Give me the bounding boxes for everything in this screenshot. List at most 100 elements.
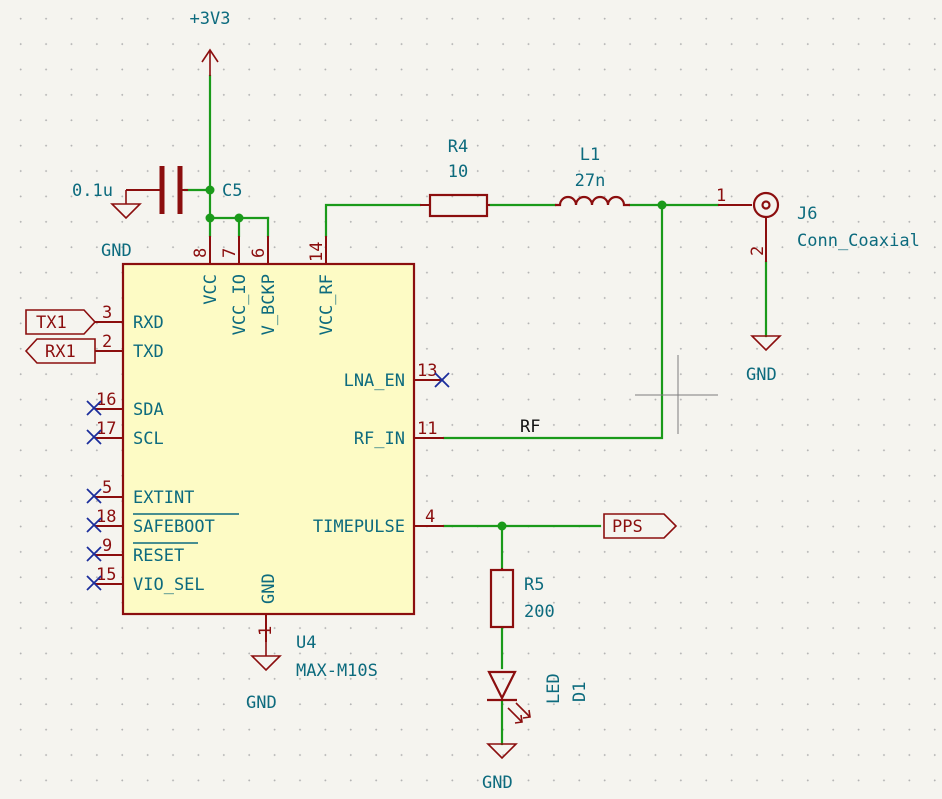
pin-name-vcc-rf: VCC_RF (317, 274, 337, 335)
d1-triangle (487, 670, 517, 701)
pin-name-v-bckp: V_BCKP (259, 274, 279, 335)
gnd-symbol-d1[interactable]: GND (482, 743, 518, 793)
pin-name-vcc-io: VCC_IO (230, 274, 250, 335)
d1-ref: D1 (570, 682, 590, 702)
gnd-symbol-u4[interactable]: GND (246, 642, 282, 713)
l1-value: 27n (575, 171, 606, 191)
pin-num-reset: 9 (102, 536, 112, 556)
gnd-label-d1: GND (482, 773, 513, 793)
r5-body (489, 568, 515, 629)
d1-value: LED (544, 673, 564, 704)
no-connect-marker (86, 575, 102, 591)
pin-num-v-bckp: 6 (249, 248, 269, 258)
u4-value: MAX-M10S (296, 661, 378, 681)
pin-num-vcc: 8 (191, 248, 211, 258)
no-connect-marker (434, 372, 450, 388)
pin-num-rf-in: 11 (417, 419, 437, 439)
pin-name-extint: EXTINT (133, 488, 194, 508)
u4-ref: U4 (296, 633, 316, 653)
resistor-r5[interactable]: R5 200 (489, 568, 555, 629)
pin-num-extint: 5 (102, 478, 112, 498)
pin-name-timepulse: TIMEPULSE (313, 517, 405, 537)
l1-coil (555, 195, 630, 207)
u4-module[interactable]: U4 MAX-M10S (121, 262, 416, 681)
u4-body (121, 262, 416, 616)
j6-shield (752, 191, 780, 219)
pin-num-lna-en: 13 (417, 361, 437, 381)
u4-bottom-pin: 1 GND (256, 573, 279, 642)
pin-num-safeboot: 18 (96, 507, 116, 527)
c5-value: 0.1u (72, 181, 113, 201)
junction-dot (205, 213, 215, 223)
r4-body (428, 193, 489, 218)
pin-name-gnd: GND (259, 573, 279, 604)
no-connect-marker (86, 400, 102, 416)
j6-center (761, 200, 771, 210)
inductor-l1[interactable]: L1 27n (555, 145, 630, 207)
r4-ref: R4 (448, 137, 468, 157)
r4-value: 10 (448, 162, 468, 182)
pin-name-lna-en: LNA_EN (344, 371, 405, 391)
power-3v3-symbol[interactable]: +3V3 (190, 9, 231, 76)
pin-num-txd: 2 (102, 332, 112, 352)
pin-num-gnd: 1 (256, 626, 276, 636)
resistor-r4[interactable]: R4 10 (420, 137, 490, 218)
u4-top-pins: 8 7 6 14 VCC VCC_IO V_BCKP VCC_RF (191, 236, 337, 335)
r5-value: 200 (524, 602, 555, 622)
c5-ref: C5 (222, 181, 242, 201)
global-label-tx1[interactable]: TX1 (25, 309, 97, 335)
pin-num-rxd: 3 (102, 303, 112, 323)
junctions (205, 185, 667, 531)
wire-rf-net[interactable] (442, 203, 664, 440)
pin-name-safeboot: SAFEBOOT (133, 517, 215, 537)
j6-pin1-num: 1 (716, 186, 726, 206)
pin-num-vio-sel: 15 (96, 565, 116, 585)
global-label-pps[interactable]: PPS (603, 513, 678, 539)
label-tx1-text: TX1 (36, 313, 67, 333)
gnd-symbol-c5[interactable]: GND (101, 190, 142, 261)
led-d1[interactable]: LED D1 (487, 670, 590, 724)
power-3v3-label: +3V3 (190, 9, 231, 29)
pin-name-rxd: RXD (133, 313, 164, 333)
u4-left-pins: 3 2 16 17 5 18 9 15 RXD TXD SDA SCL EXTI… (95, 303, 239, 595)
junction-dot (497, 521, 507, 531)
no-connect-marker (86, 546, 102, 562)
gnd-triangle-d1 (486, 743, 518, 760)
junction-dot (205, 185, 215, 195)
u4-right-pins: 13 11 4 LNA_EN RF_IN TIMEPULSE (313, 361, 444, 537)
label-pps-text: PPS (612, 517, 643, 537)
gnd-symbol-j6[interactable]: GND (746, 335, 782, 385)
j6-ref: J6 (797, 204, 817, 224)
pin-num-vcc-rf: 14 (307, 242, 327, 262)
gnd-label-u4: GND (246, 693, 277, 713)
capacitor-c5[interactable]: C5 0.1u (72, 166, 242, 214)
pin-num-vcc-io: 7 (220, 248, 240, 258)
pin-name-txd: TXD (133, 342, 164, 362)
junction-dot (657, 200, 667, 210)
global-label-rx1[interactable]: RX1 (24, 338, 96, 364)
gnd-label-c5: GND (101, 241, 132, 261)
j6-pin2-num: 2 (748, 246, 768, 256)
pin-num-timepulse: 4 (425, 507, 435, 527)
l1-ref: L1 (580, 145, 600, 165)
wire-vcc-rf-to-r4[interactable] (324, 203, 422, 238)
no-connect-marker (86, 429, 102, 445)
pin-name-vcc: VCC (201, 274, 221, 305)
crosshair-cursor-icon (635, 355, 718, 434)
pin-name-reset: RESET (133, 546, 184, 566)
gnd-label-j6: GND (746, 365, 777, 385)
junction-dot (234, 213, 244, 223)
no-connect-marker (86, 517, 102, 533)
net-label-rf: RF (520, 417, 540, 437)
r5-ref: R5 (524, 575, 544, 595)
connector-j6[interactable]: 1 2 J6 Conn_Coaxial (716, 186, 920, 262)
pin-num-scl: 17 (96, 419, 116, 439)
label-rx1-text: RX1 (45, 342, 76, 362)
j6-value: Conn_Coaxial (797, 231, 920, 251)
no-connect-marker (86, 488, 102, 504)
pin-name-rf-in: RF_IN (354, 429, 405, 449)
pin-name-scl: SCL (133, 429, 164, 449)
pin-name-vio-sel: VIO_SEL (133, 575, 205, 595)
pin-num-sda: 16 (96, 390, 116, 410)
